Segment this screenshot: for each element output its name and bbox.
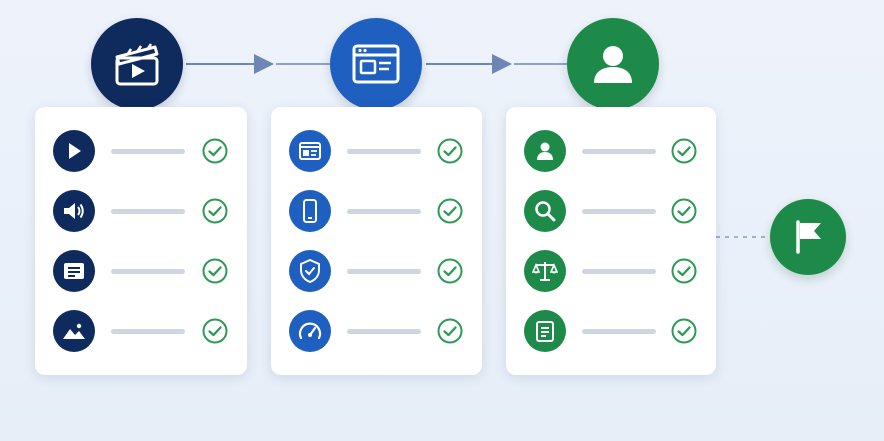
- flag-icon: [796, 220, 821, 254]
- placeholder-bar: [111, 269, 185, 274]
- stage-web: [330, 18, 422, 110]
- placeholder-bar: [347, 209, 421, 214]
- check-circle-icon: [671, 318, 697, 344]
- list-item: [271, 308, 482, 354]
- list-item: [35, 188, 247, 234]
- check-circle-icon: [202, 318, 228, 344]
- play-icon: [53, 130, 95, 172]
- list-item: [506, 188, 716, 234]
- balance-scale-icon: [524, 250, 566, 292]
- check-circle-icon: [671, 138, 697, 164]
- placeholder-bar: [582, 149, 656, 154]
- check-circle-icon: [202, 138, 228, 164]
- check-circle-icon: [437, 198, 463, 224]
- webpage-icon: [289, 130, 331, 172]
- text-message-icon: [53, 250, 95, 292]
- placeholder-bar: [347, 329, 421, 334]
- stage-user: [567, 18, 659, 110]
- search-icon: [524, 190, 566, 232]
- checklist-icon: [524, 310, 566, 352]
- check-circle-icon: [671, 198, 697, 224]
- placeholder-bar: [582, 269, 656, 274]
- placeholder-bar: [347, 269, 421, 274]
- check-circle-icon: [671, 258, 697, 284]
- stage-media: [91, 18, 183, 110]
- placeholder-bar: [111, 329, 185, 334]
- browser-window-icon: [352, 44, 400, 84]
- placeholder-bar: [111, 209, 185, 214]
- check-circle-icon: [437, 318, 463, 344]
- placeholder-bar: [582, 329, 656, 334]
- list-item: [506, 128, 716, 174]
- placeholder-bar: [582, 209, 656, 214]
- check-circle-icon: [202, 258, 228, 284]
- list-item: [35, 308, 247, 354]
- list-item: [35, 128, 247, 174]
- mobile-phone-icon: [289, 190, 331, 232]
- card-user: [506, 107, 716, 375]
- clapperboard-icon: [115, 43, 159, 86]
- list-item: [271, 128, 482, 174]
- end-flag: [770, 199, 846, 275]
- placeholder-bar: [111, 149, 185, 154]
- speedometer-icon: [289, 310, 331, 352]
- user-icon: [524, 130, 566, 172]
- card-web: [271, 107, 482, 375]
- image-icon: [53, 310, 95, 352]
- placeholder-bar: [347, 149, 421, 154]
- list-item: [506, 308, 716, 354]
- list-item: [506, 248, 716, 294]
- check-circle-icon: [437, 138, 463, 164]
- list-item: [271, 248, 482, 294]
- user-icon: [594, 46, 632, 83]
- speaker-icon: [53, 190, 95, 232]
- check-circle-icon: [202, 198, 228, 224]
- shield-check-icon: [289, 250, 331, 292]
- check-circle-icon: [437, 258, 463, 284]
- card-media: [35, 107, 247, 375]
- list-item: [271, 188, 482, 234]
- list-item: [35, 248, 247, 294]
